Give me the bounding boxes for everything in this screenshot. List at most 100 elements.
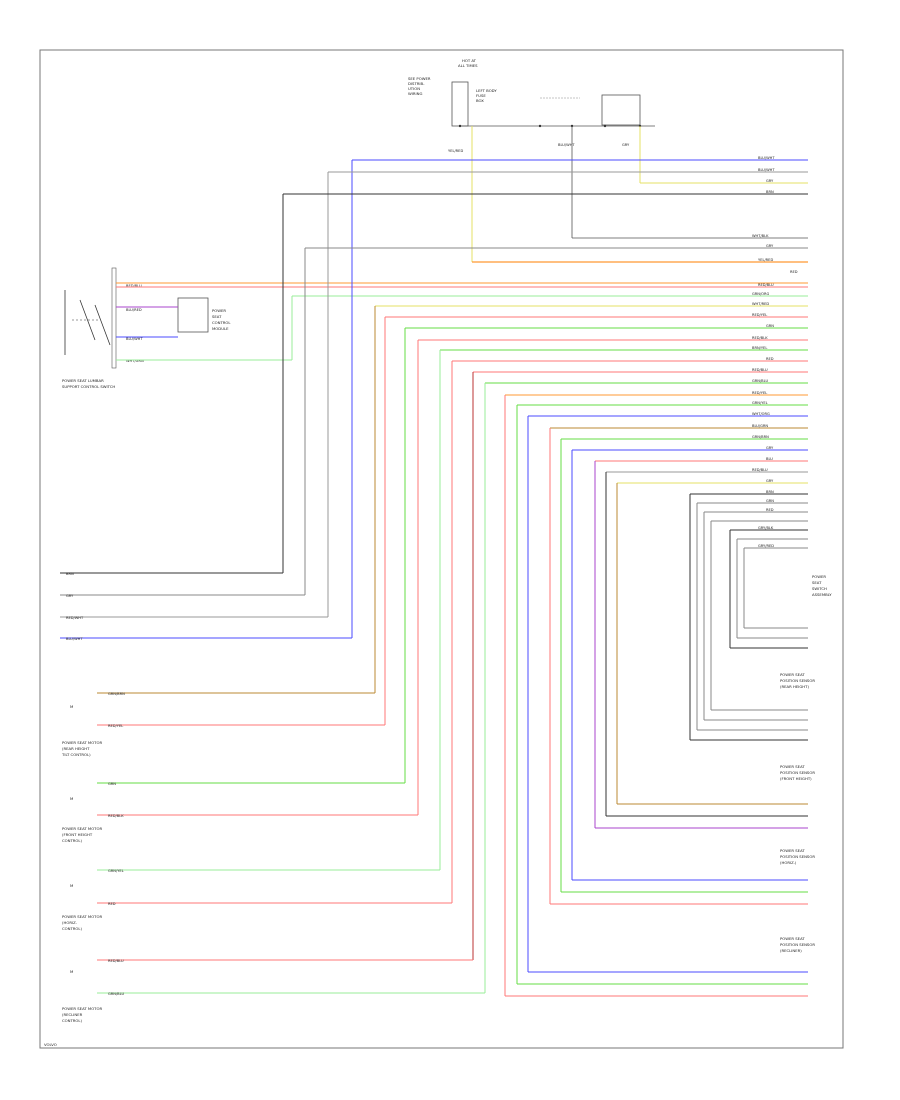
motor-3-label-2: (HORIZ. xyxy=(62,920,77,925)
rw-31: GRY/BLK xyxy=(758,526,774,530)
module-label-2: SEAT xyxy=(212,314,222,319)
rw-20: GRN/YEL xyxy=(752,401,768,405)
top-wire-label-2: BLU/WHT xyxy=(558,143,575,147)
motor-rear-height: M POWER SEAT MOTOR (REAR HEIGHT TILT CON… xyxy=(61,704,102,757)
rw-22: BLU/GRN xyxy=(752,424,768,428)
sensor-front-height: POWER SEAT POSITION SENSOR (FRONT HEIGHT… xyxy=(780,764,815,781)
right-1-l3: SWITCH xyxy=(812,586,827,591)
top-wire-label-3: GRY xyxy=(622,143,630,147)
fuse-block-label-1: HOT AT xyxy=(462,58,477,63)
svg-text:M: M xyxy=(70,969,73,974)
right-5-l1: POWER SEAT xyxy=(780,936,805,941)
fuse-side-right-3: BOX xyxy=(476,98,484,103)
motor-horizontal: M POWER SEAT MOTOR (HORIZ. CONTROL) xyxy=(62,883,102,931)
rw-17: RED/BLU xyxy=(752,368,768,372)
switch-wire-2: BLU/RED xyxy=(126,308,142,312)
motor-4-label-3: CONTROL) xyxy=(62,1018,83,1023)
fuse-block: HOT AT ALL TIMES SEE POWER DISTRIB- UTIO… xyxy=(408,58,655,153)
switch-wire-3: BLU/WHT xyxy=(126,337,143,341)
motor-front-height: M POWER SEAT MOTOR (FRONT HEIGHT CONTROL… xyxy=(62,796,102,843)
rw-1: BLU/WHT xyxy=(758,156,775,160)
module-label-1: POWER xyxy=(212,308,226,313)
svg-text:M: M xyxy=(70,796,73,801)
right-4-l2: POSITION SENSOR xyxy=(780,854,815,859)
svg-text:M: M xyxy=(70,704,73,709)
seat-switch-assembly: POWER SEAT SWITCH ASSEMBLY xyxy=(812,574,832,597)
motor-recliner: M POWER SEAT MOTOR (RECLINER CONTROL) xyxy=(62,969,102,1023)
right-5-l2: POSITION SENSOR xyxy=(780,942,815,947)
fuse-side-left-4: WIRING xyxy=(408,91,422,96)
rw-16: RED xyxy=(766,357,774,361)
rw-25: BLU xyxy=(766,457,773,461)
fuse-side-left-2: DISTRIB- xyxy=(408,81,425,86)
module-label-4: MODULE xyxy=(212,326,229,331)
rw-23: GRN/BRN xyxy=(752,435,769,439)
rw-14: RED/BLK xyxy=(752,336,768,340)
top-wire-label-1: YEL/RED xyxy=(448,149,463,153)
rw-10: GRN/ORG xyxy=(752,292,770,296)
motor-2-label-2: (FRONT HEIGHT xyxy=(62,832,93,837)
switch-wire-1: RED/BLU xyxy=(126,284,142,288)
motor-3-label-3: CONTROL) xyxy=(62,926,83,931)
motor-2-label-3: CONTROL) xyxy=(62,838,83,843)
rw-9: RED/BLU xyxy=(758,283,774,287)
motor-3-label-1: POWER SEAT MOTOR xyxy=(62,914,102,919)
fuse-side-right-2: FUSE xyxy=(476,93,486,98)
rw-2: BLU/WHT xyxy=(758,168,775,172)
switch-wire-4: WHT/GRN xyxy=(126,359,144,363)
right-2-l3: (REAR HEIGHT) xyxy=(780,684,809,689)
motor-1-label-2: (REAR HEIGHT xyxy=(62,746,90,751)
motor-wire-6: RED xyxy=(108,902,116,906)
right-4-l1: POWER SEAT xyxy=(780,848,805,853)
footer-brand: VOLVO xyxy=(44,1042,57,1047)
rw-18: GRN/BLU xyxy=(752,379,768,383)
rw-5: WHT/BLK xyxy=(752,234,769,238)
right-3-l1: POWER SEAT xyxy=(780,764,805,769)
lumbar-module: POWER SEAT CONTROL MODULE xyxy=(177,297,231,333)
switch-label-1: POWER SEAT LUMBAR xyxy=(62,378,104,383)
right-2-l1: POWER SEAT xyxy=(780,672,805,677)
motor-2-label-1: POWER SEAT MOTOR xyxy=(62,826,102,831)
motor-wire-7: RED/BLU xyxy=(108,959,124,963)
rw-11: WHT/RED xyxy=(752,302,769,306)
rw-21: WHT/ORG xyxy=(752,412,770,416)
rw-4: BRN xyxy=(766,190,774,194)
right-3-l2: POSITION SENSOR xyxy=(780,770,815,775)
rw-3: GRY xyxy=(766,179,774,183)
left-wire-label-3: RED/WHT xyxy=(66,616,84,620)
rw-26: RED/BLU xyxy=(752,468,768,472)
motor-wire-3: GRN xyxy=(108,782,116,786)
rw-13: GRN xyxy=(766,324,774,328)
right-3-l3: (FRONT HEIGHT) xyxy=(780,776,812,781)
right-4-l3: (HORIZ.) xyxy=(780,860,797,865)
motor-4-label-1: POWER SEAT MOTOR xyxy=(62,1006,102,1011)
rw-7: YEL/RED xyxy=(758,258,773,262)
sensor-recliner: POWER SEAT POSITION SENSOR (RECLINER) xyxy=(780,936,815,953)
lumbar-switch: POWER SEAT LUMBAR SUPPORT CONTROL SWITCH… xyxy=(62,267,144,389)
switch-label-2: SUPPORT CONTROL SWITCH xyxy=(62,384,115,389)
right-1-l2: SEAT xyxy=(812,580,822,585)
rw-28: BRN xyxy=(766,490,774,494)
rw-24: GRY xyxy=(766,446,774,450)
left-wire-label-4: BLU/WHT xyxy=(66,637,83,641)
sensor-horizontal: POWER SEAT POSITION SENSOR (HORIZ.) xyxy=(780,848,815,865)
motor-1-label-1: POWER SEAT MOTOR xyxy=(62,740,102,745)
fuse-side-left-3: UTION xyxy=(408,86,420,91)
motor-wire-2: RED/YEL xyxy=(108,724,123,728)
motor-wire-1: GRN/BRN xyxy=(108,692,125,696)
left-wire-label-2: GRY xyxy=(66,594,74,598)
module-label-3: CONTROL xyxy=(212,320,231,325)
motor-wire-5: GRN/YEL xyxy=(108,869,124,873)
rw-19: RED/YEL xyxy=(752,391,767,395)
rw-12: RED/YEL xyxy=(752,313,767,317)
right-1-l4: ASSEMBLY xyxy=(812,592,832,597)
right-5-l3: (RECLINER) xyxy=(780,948,802,953)
rw-27: GRY xyxy=(766,479,774,483)
motor-4-label-2: (RECLINER xyxy=(62,1012,83,1017)
motor-1-label-3: TILT CONTROL) xyxy=(61,752,91,757)
right-1-l1: POWER xyxy=(812,574,826,579)
rw-32: GRY/RED xyxy=(758,544,774,548)
rw-29: GRN xyxy=(766,499,774,503)
diagram-frame xyxy=(39,49,844,1049)
left-wire-label-1: BRN xyxy=(66,572,74,576)
